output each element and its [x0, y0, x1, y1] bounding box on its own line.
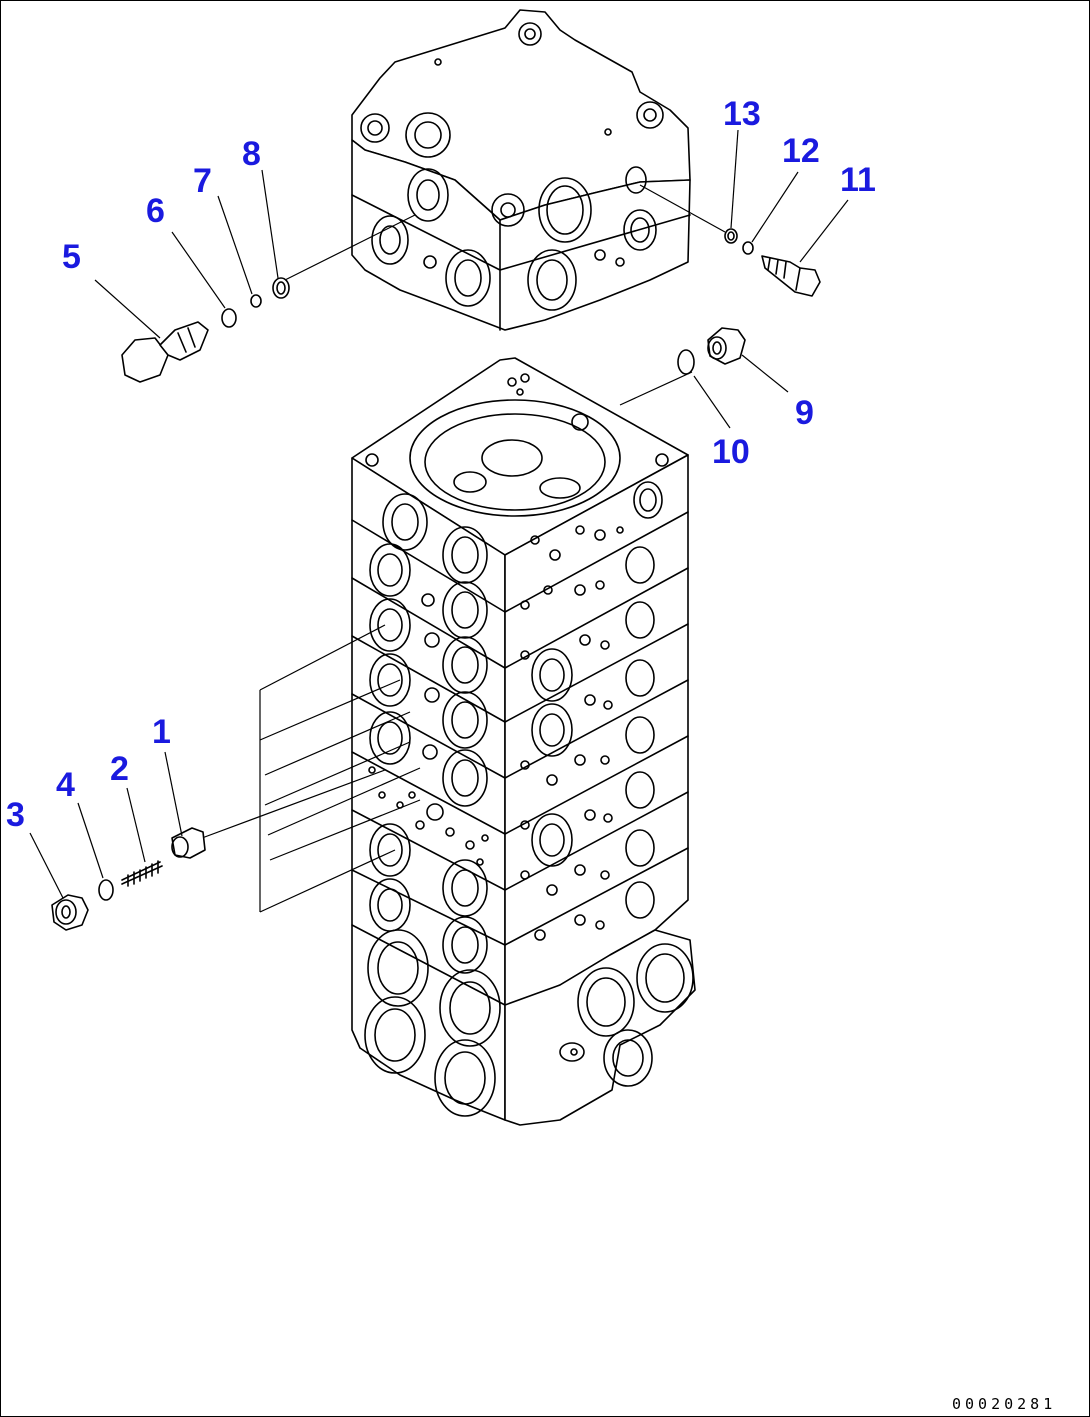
- callout-4: 4: [56, 766, 75, 804]
- callout-12: 12: [782, 132, 820, 170]
- callout-2: 2: [110, 750, 129, 788]
- part-7-o-ring: [250, 294, 262, 308]
- part-10-o-ring: [677, 349, 695, 375]
- center-lines: [201, 184, 726, 913]
- part-1-sleeve: [171, 827, 206, 859]
- part-11-plug: [761, 255, 821, 297]
- part-4-o-ring: [98, 879, 114, 901]
- callout-5: 5: [62, 238, 81, 276]
- part-5-relief-valve: [121, 321, 209, 383]
- part-3-plug: [51, 894, 89, 931]
- callout-labels: 1 2 3 4 5 6 7 8 9 10 11 12 13: [6, 95, 876, 834]
- callout-8: 8: [242, 135, 261, 173]
- upper-valve-head: [351, 9, 691, 331]
- part-9-plug: [707, 327, 746, 365]
- part-2-spring: [121, 860, 163, 887]
- callout-1: 1: [152, 713, 171, 751]
- part-12-o-ring: [742, 241, 754, 255]
- callout-9: 9: [795, 394, 814, 432]
- part-8-ring: [272, 277, 290, 299]
- callout-13: 13: [723, 95, 761, 133]
- callout-3: 3: [6, 796, 25, 834]
- main-valve-body: [351, 357, 696, 1126]
- callout-11: 11: [840, 161, 876, 199]
- reference-code: 00020281: [952, 1395, 1056, 1413]
- callout-leaders: [29, 129, 849, 899]
- callout-6: 6: [146, 192, 165, 230]
- callout-10: 10: [712, 433, 750, 471]
- callout-7: 7: [193, 162, 212, 200]
- part-6-o-ring: [221, 308, 237, 328]
- part-13-ring: [724, 228, 738, 244]
